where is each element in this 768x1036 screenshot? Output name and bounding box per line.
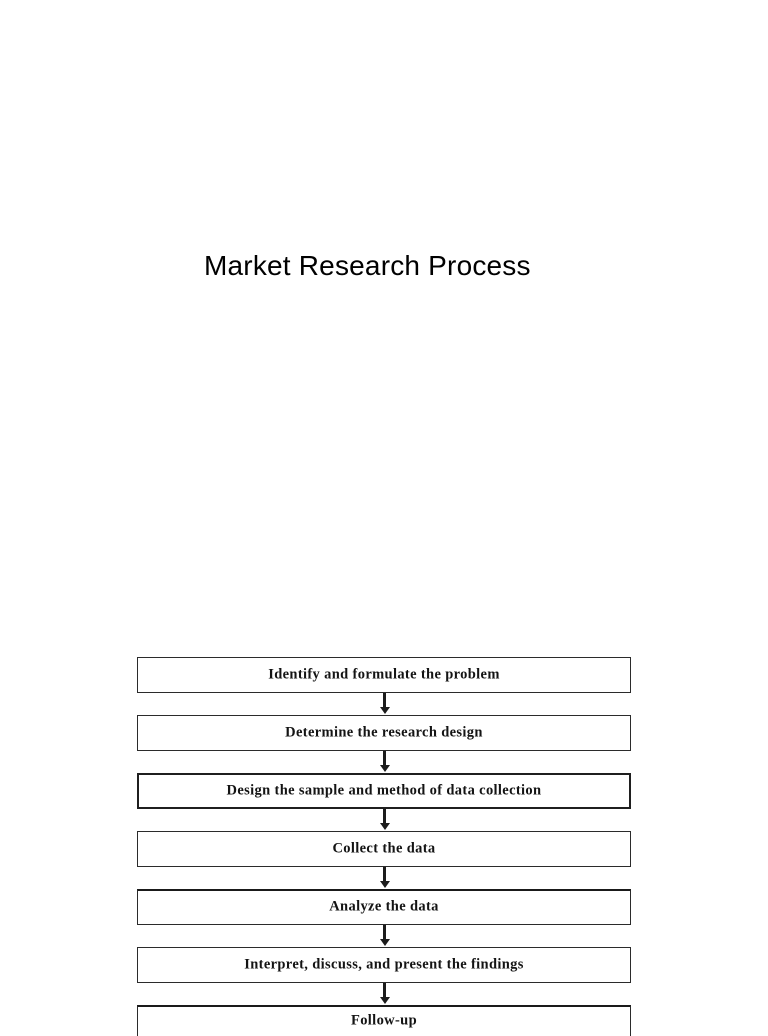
flow-box-interpret-discuss-and-present-the-findings[interactable]: Interpret, discuss, and present the find… xyxy=(137,947,631,983)
flow-box-design-the-sample-and-method-of-data-collection[interactable]: Design the sample and method of data col… xyxy=(137,773,631,809)
flow-step-2: Determine the research design xyxy=(137,715,631,751)
flow-arrow-5-to-6 xyxy=(137,925,631,947)
flow-box-label: Interpret, discuss, and present the find… xyxy=(244,956,524,973)
flow-box-identify-and-formulate-the-problem[interactable]: Identify and formulate the problem xyxy=(137,657,631,693)
flow-box-label: Follow-up xyxy=(351,1012,417,1029)
flow-step-6: Interpret, discuss, and present the find… xyxy=(137,947,631,983)
page-title: Market Research Process xyxy=(204,250,531,281)
flow-arrow-4-to-5 xyxy=(137,867,631,889)
arrow-shaft xyxy=(383,983,386,999)
flow-arrow-2-to-3 xyxy=(137,751,631,773)
flow-step-4: Collect the data xyxy=(137,831,631,867)
arrow-down-icon xyxy=(379,939,390,946)
flow-arrow-6-to-7 xyxy=(137,983,631,1005)
flow-box-determine-the-research-design[interactable]: Determine the research design xyxy=(137,715,631,751)
flow-box-label: Identify and formulate the problem xyxy=(268,666,500,683)
flow-arrow-3-to-4 xyxy=(137,809,631,831)
flow-step-7: Follow-up xyxy=(137,1005,631,1036)
flow-box-follow-up[interactable]: Follow-up xyxy=(137,1005,631,1036)
flow-box-label: Analyze the data xyxy=(329,898,439,915)
arrow-down-icon xyxy=(379,997,390,1004)
flow-step-3: Design the sample and method of data col… xyxy=(137,773,631,809)
flow-step-5: Analyze the data xyxy=(137,889,631,925)
flow-box-label: Collect the data xyxy=(332,840,436,857)
flow-box-label: Design the sample and method of data col… xyxy=(226,782,542,799)
arrow-down-icon xyxy=(379,881,390,888)
arrow-shaft xyxy=(383,693,386,709)
arrow-down-icon xyxy=(379,707,390,714)
arrow-shaft xyxy=(383,809,386,825)
arrow-down-icon xyxy=(379,765,390,772)
arrow-shaft xyxy=(383,867,386,883)
arrow-down-icon xyxy=(379,823,390,830)
flow-arrow-1-to-2 xyxy=(137,693,631,715)
arrow-shaft xyxy=(383,751,386,767)
flow-box-label: Determine the research design xyxy=(285,724,483,741)
arrow-shaft xyxy=(383,925,386,941)
flow-step-1: Identify and formulate the problem xyxy=(137,657,631,693)
market-research-process-flowchart: Identify and formulate the problem Deter… xyxy=(137,657,631,1036)
flow-box-collect-the-data[interactable]: Collect the data xyxy=(137,831,631,867)
flow-box-analyze-the-data[interactable]: Analyze the data xyxy=(137,889,631,925)
